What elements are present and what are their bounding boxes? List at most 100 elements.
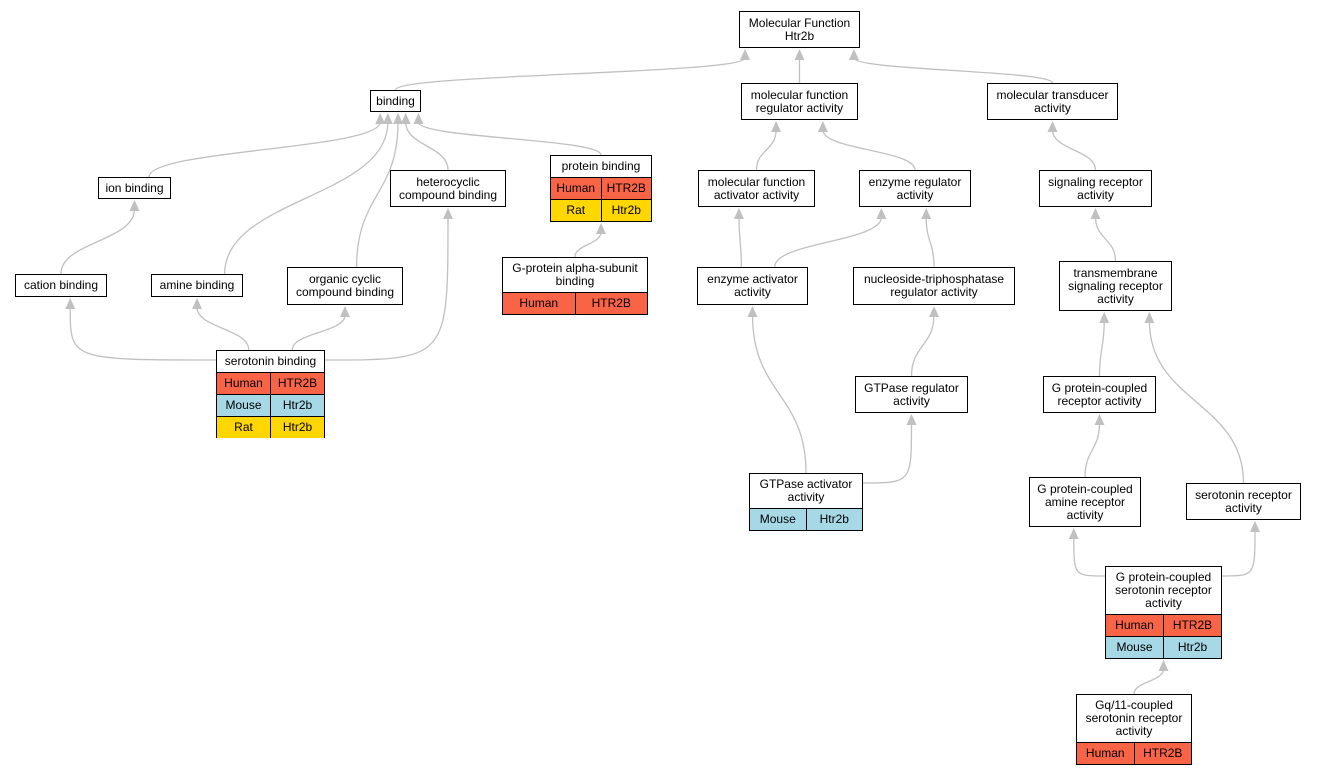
edge-arrowhead <box>1144 312 1155 323</box>
edge-serotonin_receptor-to-transmembrane <box>1148 320 1245 484</box>
node-label: GTPase regulator activity <box>864 380 959 408</box>
node-heterocyclic-compound-binding[interactable]: heterocyclic compound binding <box>390 170 506 207</box>
node-signaling-receptor-activity[interactable]: signaling receptor activity <box>1039 170 1152 207</box>
node-label: GTPase activator activity <box>759 477 853 504</box>
node-transmembrane-signaling-receptor-activity[interactable]: transmembrane signaling receptor activit… <box>1059 261 1172 311</box>
node-label: serotonin receptor activity <box>1195 487 1292 515</box>
node-label: organic cyclic compound binding <box>295 272 395 299</box>
gene-cell: HTR2B <box>1133 743 1191 764</box>
edge-arrowhead <box>929 306 939 317</box>
node-label: Gq/11-coupled serotonin receptor activit… <box>1085 698 1183 738</box>
edge-arrowhead <box>393 113 404 124</box>
edge-arrowhead <box>817 121 828 132</box>
node-gpcr-activity[interactable]: G protein-coupled receptor activity <box>1043 376 1156 413</box>
node-label: G protein-coupled serotonin receptor act… <box>1115 570 1212 610</box>
edge-arrowhead <box>1047 121 1058 132</box>
gene-cell: HTR2B <box>270 373 324 394</box>
edge-ntpase_regulator-to-enzyme_regulator <box>925 216 935 268</box>
node-enzyme-regulator-activity[interactable]: enzyme regulator activity <box>859 170 971 207</box>
edge-arrowhead <box>375 113 386 124</box>
edge-organic_cyclic-to-binding <box>355 121 399 268</box>
edge-arrowhead <box>794 49 805 60</box>
edge-arrowhead <box>65 298 76 309</box>
edge-arrowhead <box>129 200 140 211</box>
node-gq11-coupled-serotonin-receptor-activity[interactable]: Gq/11-coupled serotonin receptor activit… <box>1076 694 1192 765</box>
gene-cell: HTR2B <box>574 293 647 314</box>
node-molecular-function[interactable]: Molecular Function Htr2b <box>739 11 860 48</box>
edge-gpcr_serotonin-to-gpcr_amine <box>1073 536 1106 577</box>
edge-arrowhead <box>747 306 758 317</box>
node-label: molecular function activator activity <box>707 174 806 202</box>
edge-arrowhead <box>340 306 350 317</box>
node-serotonin-receptor-activity[interactable]: serotonin receptor activity <box>1186 483 1301 520</box>
edge-gtpase_activator-to-gtpase_regulator <box>862 422 913 484</box>
node-mf-activator-activity[interactable]: molecular function activator activity <box>698 170 815 207</box>
node-binding[interactable]: binding <box>370 90 421 112</box>
edge-transmembrane-to-signaling_receptor <box>1094 216 1117 262</box>
edge-gpcr_amine-to-gpcr <box>1084 422 1101 478</box>
node-molecular-transducer-activity[interactable]: molecular transducer activity <box>987 83 1118 120</box>
edge-signaling_receptor-to-mol_transducer <box>1051 129 1097 171</box>
edge-arrowhead <box>382 113 393 124</box>
node-gpcr-amine-receptor-activity[interactable]: G protein-coupled amine receptor activit… <box>1029 477 1141 527</box>
edge-arrowhead <box>1250 521 1260 532</box>
gene-cell: Htr2b <box>1163 637 1221 658</box>
species-cell: Mouse <box>217 395 270 416</box>
node-label: G protein-coupled amine receptor activit… <box>1037 481 1133 522</box>
species-cell: Mouse <box>1106 637 1163 658</box>
edge-arrowhead <box>1090 208 1101 219</box>
edge-arrowhead <box>413 113 424 124</box>
edge-g_alpha_binding-to-protein_binding <box>574 231 602 258</box>
node-label: serotonin binding <box>224 354 317 368</box>
edge-enzyme_regulator-to-mf_regulator <box>822 129 916 171</box>
node-enzyme-activator-activity[interactable]: enzyme activator activity <box>697 267 808 305</box>
edge-arrowhead <box>876 208 887 219</box>
edge-mol_transducer-to-root <box>853 57 1054 84</box>
edge-enzyme_activator-to-enzyme_regulator <box>774 216 883 268</box>
node-label: enzyme regulator activity <box>868 174 962 202</box>
edge-arrowhead <box>733 208 744 219</box>
node-gtpase-regulator-activity[interactable]: GTPase regulator activity <box>855 376 968 413</box>
species-cell: Rat <box>551 200 601 221</box>
node-cation-binding[interactable]: cation binding <box>15 274 107 297</box>
node-amine-binding[interactable]: amine binding <box>151 274 243 297</box>
gene-cell: Htr2b <box>600 200 651 221</box>
node-label: nucleoside-triphosphatase regulator acti… <box>863 272 1005 299</box>
edge-gpcr-to-transmembrane <box>1098 320 1105 377</box>
node-label: G-protein alpha-subunit binding <box>512 261 638 288</box>
edge-gpcr_serotonin-to-serotonin_receptor <box>1221 529 1256 577</box>
edge-serotonin_binding-to-organic_cyclic <box>291 314 346 351</box>
node-label: Molecular Function Htr2b <box>748 15 851 43</box>
edge-serotonin_binding-to-cation_binding <box>69 306 217 361</box>
node-gpcr-serotonin-receptor-activity[interactable]: G protein-coupled serotonin receptor act… <box>1105 566 1222 659</box>
node-ion-binding[interactable]: ion binding <box>98 177 171 199</box>
node-label: signaling receptor activity <box>1048 174 1143 202</box>
node-ntpase-regulator-activity[interactable]: nucleoside-triphosphatase regulator acti… <box>853 267 1015 305</box>
node-label: heterocyclic compound binding <box>398 174 498 202</box>
node-label: transmembrane signaling receptor activit… <box>1068 265 1163 306</box>
species-cell: Human <box>217 373 270 394</box>
species-cell: Human <box>551 178 601 199</box>
node-label: enzyme activator activity <box>707 272 798 299</box>
edge-amine_binding-to-binding <box>223 121 389 275</box>
edge-serotonin_binding-to-amine_binding <box>196 306 250 351</box>
node-organic-cyclic-compound-binding[interactable]: organic cyclic compound binding <box>287 267 403 305</box>
edge-arrowhead <box>848 49 859 60</box>
node-mf-regulator-activity[interactable]: molecular function regulator activity <box>741 83 858 120</box>
node-label: binding <box>376 93 415 108</box>
gene-cell: Htr2b <box>805 509 862 530</box>
edge-protein_binding-to-binding <box>417 121 602 156</box>
edge-arrowhead <box>921 208 932 219</box>
edge-enzyme_activator-to-mf_activator <box>738 216 743 268</box>
edge-binding-to-root <box>394 57 746 91</box>
species-cell: Human <box>1077 743 1134 764</box>
